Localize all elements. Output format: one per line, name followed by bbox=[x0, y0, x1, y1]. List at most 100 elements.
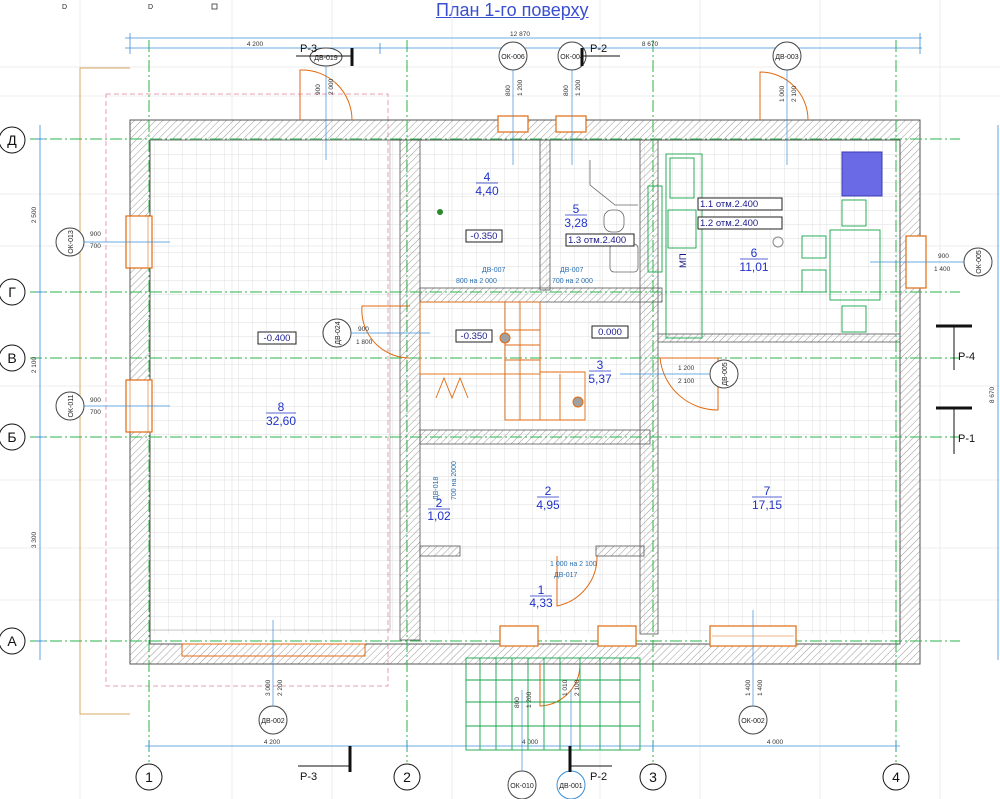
dim-left-3: 3 300 bbox=[31, 531, 38, 548]
page-title: План 1-го поверху bbox=[436, 0, 589, 20]
drain-icon bbox=[437, 209, 443, 215]
ok011-h: 700 bbox=[90, 409, 101, 416]
room-4-area: 4,40 bbox=[475, 184, 499, 198]
axis-label-v: В bbox=[7, 350, 16, 366]
axis-label-4: 4 bbox=[892, 769, 900, 785]
tag-leaders bbox=[84, 66, 964, 771]
dv005-h: 2 100 bbox=[678, 378, 695, 385]
section-p1: Р-1 bbox=[958, 433, 975, 445]
dv003-w: 1 000 bbox=[779, 85, 786, 102]
dv019-w: 900 bbox=[315, 84, 322, 95]
level-3b: 0.000 bbox=[598, 327, 622, 338]
dv002-w: 3 000 bbox=[265, 679, 272, 696]
door-note-dv018-size: 700 на 2000 bbox=[451, 461, 458, 500]
ok013-w: 900 bbox=[90, 231, 101, 238]
tag-ok004: ОК-004 bbox=[560, 54, 584, 61]
door-note-dv017: ДВ-017 bbox=[554, 572, 578, 579]
room-5-area: 3,28 bbox=[564, 216, 588, 230]
section-marks: Р-3 Р-2 Р-3 Р-2 Р-4 Р-1 bbox=[296, 43, 975, 783]
ok010-w: 800 bbox=[514, 697, 521, 708]
dim-bot-left: 4 200 bbox=[264, 739, 281, 746]
bottom-dimensions bbox=[145, 741, 900, 751]
section-p3-top: Р-3 bbox=[300, 43, 317, 55]
section-p2-bottom: Р-2 bbox=[590, 771, 607, 783]
room-5-num: 5 bbox=[573, 202, 580, 216]
axis-label-d: Д bbox=[7, 132, 17, 148]
tag-ok013: ОК-013 bbox=[68, 230, 75, 254]
dim-left-2: 2 100 bbox=[31, 356, 38, 373]
room-2-num: 2 bbox=[545, 484, 552, 498]
door-note-dv007a-size: 800 на 2 000 bbox=[456, 278, 497, 285]
kitchen-furniture bbox=[647, 153, 881, 339]
dv002-h: 2 200 bbox=[277, 679, 284, 696]
kitchen-note-box bbox=[697, 216, 783, 230]
ok006-h: 1 200 bbox=[517, 79, 524, 96]
axis-bubble-d bbox=[0, 126, 26, 154]
room-2b-num: 2 bbox=[436, 496, 443, 510]
dv024-w: 900 bbox=[358, 326, 369, 333]
dv024-h: 1 800 bbox=[356, 339, 373, 346]
room-8-num: 8 bbox=[278, 400, 285, 414]
ok004-h: 1 200 bbox=[575, 79, 582, 96]
axis-rows: Д Г В Б А bbox=[0, 126, 26, 655]
axis-label-3: 3 bbox=[649, 769, 657, 785]
door-note-dv018: ДВ-018 bbox=[433, 476, 440, 500]
kitchen-note-1: 1.1 отм.2.400 bbox=[700, 199, 758, 210]
level-3a: -0.350 bbox=[461, 331, 488, 342]
ok005-w: 900 bbox=[938, 253, 949, 260]
axis-label-g: Г bbox=[8, 284, 16, 300]
tag-dv003: ДВ-003 bbox=[775, 54, 799, 61]
dv003-h: 2 100 bbox=[791, 85, 798, 102]
axis-bubble-4 bbox=[882, 763, 910, 791]
room-labels: 1 4,33 2 4,95 2 1,02 3 5,37 4 4,40 5 3,2… bbox=[266, 170, 782, 610]
tag-dv002: ДВ-002 bbox=[261, 718, 285, 725]
axis-label-2: 2 bbox=[403, 769, 411, 785]
door-note-dv007b-size: 700 на 2 000 bbox=[552, 278, 593, 285]
room-3-area: 5,37 bbox=[588, 372, 612, 386]
axis-cols: 1 2 3 4 bbox=[135, 763, 910, 791]
ok004-w: 800 bbox=[563, 85, 570, 96]
stair-rotation-mark bbox=[572, 396, 584, 408]
floor-tiles bbox=[150, 140, 902, 634]
corner-mark: D bbox=[62, 4, 67, 11]
corner-mark: D bbox=[148, 4, 153, 11]
dv005-w: 1 200 bbox=[678, 365, 695, 372]
dv001-h: 2 100 bbox=[574, 679, 581, 696]
door-note-dv007b: ДВ-007 bbox=[560, 267, 584, 274]
axis-bubble-3 bbox=[639, 763, 667, 791]
tag-dv024: ДВ-024 bbox=[335, 321, 342, 345]
ok010-h: 1 200 bbox=[526, 691, 533, 708]
room-2b-area: 1,02 bbox=[427, 509, 451, 523]
light-fixture-icon bbox=[772, 236, 784, 248]
tag-dv005: ДВ-005 bbox=[722, 362, 729, 386]
axis-bubble-g bbox=[0, 278, 26, 306]
kitchen-note-box bbox=[697, 197, 783, 211]
tag-ok006: ОК-006 bbox=[501, 54, 525, 61]
terrace-bracket bbox=[79, 67, 130, 715]
tag-ok010: ОК-010 bbox=[510, 783, 534, 790]
level-marks: -0.400 -0.350 -0.350 0.000 bbox=[257, 229, 629, 345]
dim-right-v: 8 670 bbox=[989, 386, 996, 403]
room-1-area: 4,33 bbox=[529, 596, 553, 610]
room-7-num: 7 bbox=[764, 484, 771, 498]
dim-seg-right: 8 670 bbox=[642, 41, 659, 48]
tag-dv019: ДВ-019 bbox=[314, 55, 338, 62]
ok013-h: 700 bbox=[90, 243, 101, 250]
appliance-block bbox=[841, 151, 883, 197]
room-7-area: 17,15 bbox=[752, 498, 782, 512]
axis-bubble-2 bbox=[393, 763, 421, 791]
tag-ok002: ОК-002 bbox=[741, 718, 765, 725]
ok011-w: 900 bbox=[90, 397, 101, 404]
ok006-w: 800 bbox=[505, 85, 512, 96]
section-p4: Р-4 bbox=[958, 351, 975, 363]
corner-box bbox=[211, 3, 218, 10]
terrace-outline bbox=[105, 93, 389, 687]
door-note-dv007a: ДВ-007 bbox=[482, 267, 506, 274]
door-note-dv017-size: 1 000 на 2 100 bbox=[550, 561, 597, 568]
axis-bubble-1 bbox=[135, 763, 163, 791]
dim-bot-right: 4 000 bbox=[767, 739, 784, 746]
tag-ok011: ОК-011 bbox=[68, 394, 75, 417]
section-p3-bottom: Р-3 bbox=[300, 771, 317, 783]
level-8: -0.400 bbox=[264, 333, 291, 344]
